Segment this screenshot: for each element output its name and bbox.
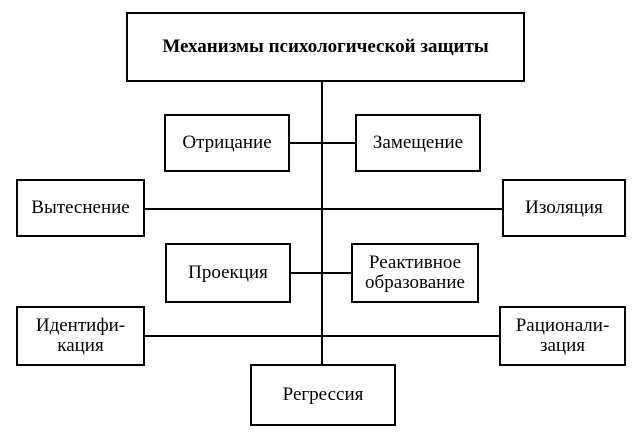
node-identification: Идентифи- кация bbox=[16, 306, 145, 366]
diagram-title: Механизмы психологической защиты bbox=[126, 12, 525, 82]
node-repression: Вытеснение bbox=[16, 179, 145, 237]
node-substitution: Замещение bbox=[355, 114, 481, 172]
node-regression: Регрессия bbox=[250, 364, 396, 426]
node-projection: Проекция bbox=[165, 243, 291, 303]
node-reaction-formation: Реактивное образование bbox=[351, 243, 479, 303]
node-isolation: Изоляция bbox=[502, 179, 626, 237]
node-rationalization: Рационали- зация bbox=[499, 306, 626, 366]
node-denial: Отрицание bbox=[164, 114, 290, 172]
